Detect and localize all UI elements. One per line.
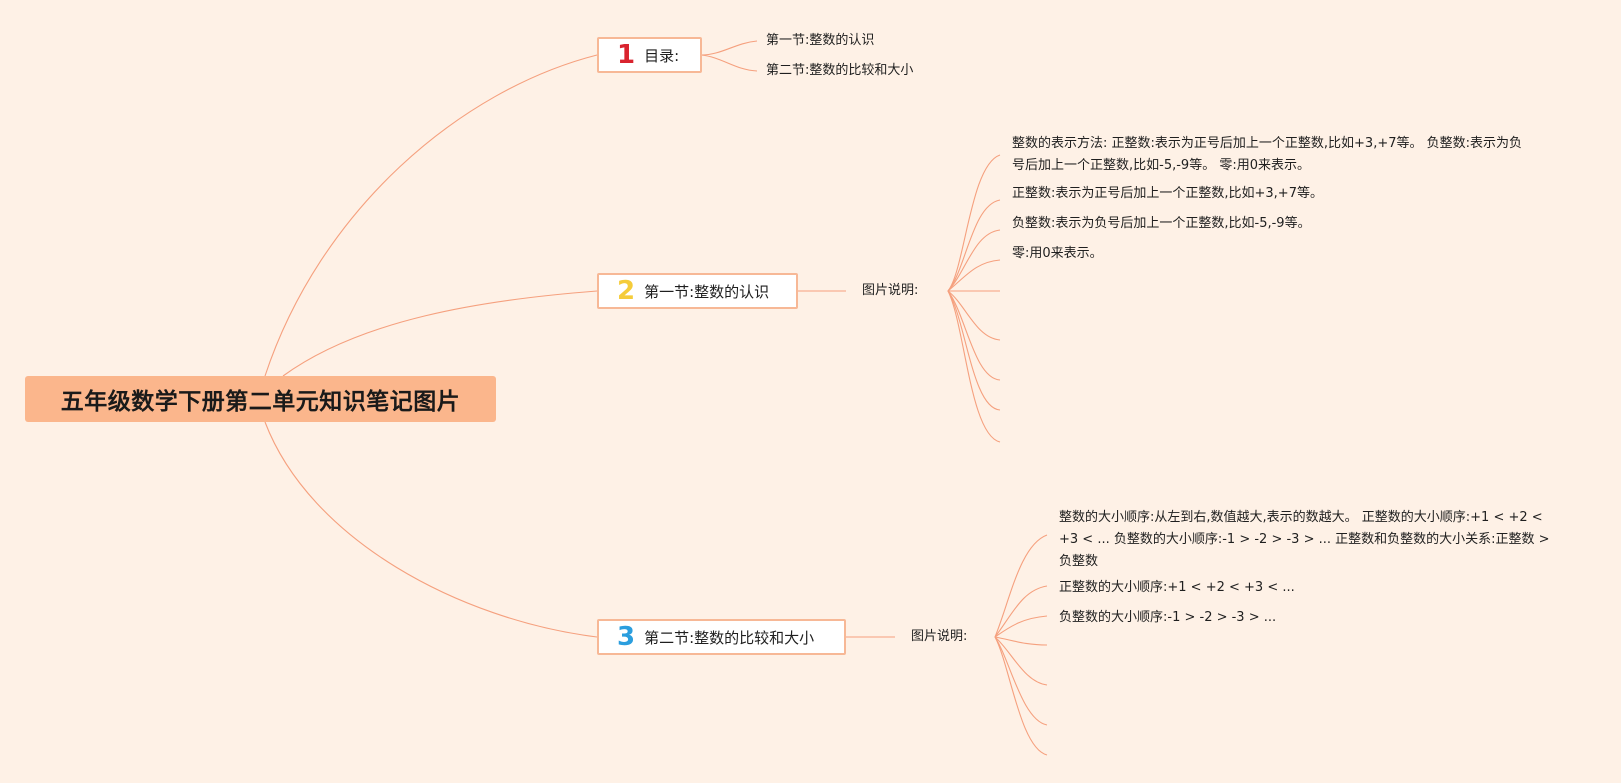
section-node-2[interactable]: 2 第一节:整数的认识 xyxy=(597,273,798,309)
link-section-2-branch-8 xyxy=(947,290,1001,411)
link-root-section-1 xyxy=(264,54,598,377)
link-root-section-3 xyxy=(264,421,598,638)
number-3-icon: 3 xyxy=(617,622,636,652)
section-title: 第一节:整数的认识 xyxy=(644,282,770,301)
link-section-3-branch-4 xyxy=(994,636,1048,646)
link-section-3-note-3 xyxy=(994,615,1048,638)
link-section-2-branch-6 xyxy=(947,290,1001,341)
link-section-3-note-2 xyxy=(994,585,1048,638)
section-title: 第二节:整数的比较和大小 xyxy=(644,628,815,647)
root-title: 五年级数学下册第二单元知识笔记图片 xyxy=(60,389,461,415)
note-item[interactable]: 零:用0来表示。 xyxy=(1012,246,1103,261)
link-section-2-branch-9 xyxy=(947,290,1001,443)
note-item[interactable]: 整数的表示方法: 正整数:表示为正号后加上一个正整数,比如+3,+7等。 负整数… xyxy=(1012,136,1522,173)
note-item[interactable]: 整数的大小顺序:从左到右,数值越大,表示的数越大。 正整数的大小顺序:+1 < … xyxy=(1059,510,1550,569)
link-section-3-note-1 xyxy=(994,534,1048,638)
link-section-3-branch-6 xyxy=(994,636,1048,726)
link-section-3-branch-7 xyxy=(994,636,1048,756)
link-section-2-branch-7 xyxy=(947,290,1001,381)
image-caption-label[interactable]: 图片说明: xyxy=(911,629,968,644)
note-item[interactable]: 负整数的大小顺序:-1 > -2 > -3 > ... xyxy=(1059,610,1277,625)
number-1-icon: 1 xyxy=(617,40,636,70)
toc-item-2[interactable]: 第二节:整数的比较和大小 xyxy=(766,63,914,78)
note-item[interactable]: 正整数的大小顺序:+1 < +2 < +3 < ... xyxy=(1059,580,1295,595)
link-section-2-note-3 xyxy=(947,229,1001,292)
number-2-icon: 2 xyxy=(617,276,636,306)
link-section-2-note-4 xyxy=(947,259,1001,292)
toc-item-1[interactable]: 第一节:整数的认识 xyxy=(766,33,875,48)
link-section-1-child-1 xyxy=(700,40,758,56)
link-section-2-note-2 xyxy=(947,199,1001,292)
link-section-2-note-1 xyxy=(947,154,1001,292)
section-node-1[interactable]: 1 目录: xyxy=(597,37,702,73)
note-item[interactable]: 正整数:表示为正号后加上一个正整数,比如+3,+7等。 xyxy=(1012,186,1323,201)
link-root-section-2 xyxy=(282,290,598,377)
section-title: 目录: xyxy=(644,46,680,65)
root-node[interactable]: 五年级数学下册第二单元知识笔记图片 xyxy=(25,376,496,422)
link-section-3-branch-5 xyxy=(994,636,1048,686)
section-node-3[interactable]: 3 第二节:整数的比较和大小 xyxy=(597,619,846,655)
link-section-1-child-2 xyxy=(700,54,758,72)
note-item[interactable]: 负整数:表示为负号后加上一个正整数,比如-5,-9等。 xyxy=(1012,216,1311,231)
image-caption-label[interactable]: 图片说明: xyxy=(862,283,919,298)
